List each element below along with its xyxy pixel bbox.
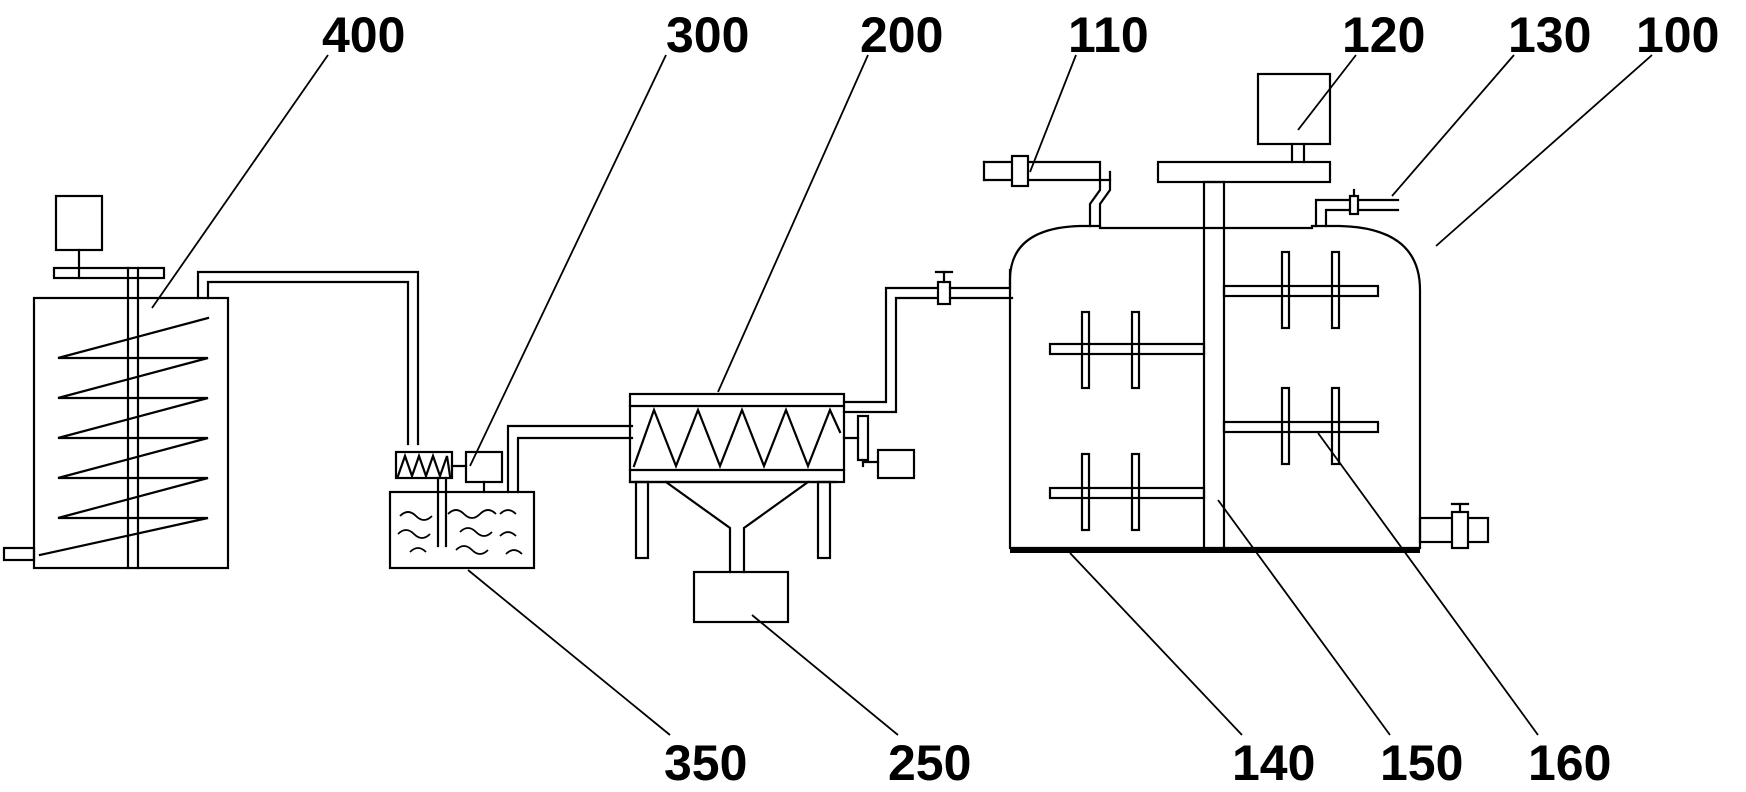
collection-box-250	[692, 570, 790, 624]
label-350: 350	[664, 735, 747, 791]
liquid-wave-2	[397, 527, 517, 539]
label-110: 110	[1068, 7, 1149, 63]
liquid-tank-body	[388, 490, 536, 570]
inlet-valve	[934, 268, 1014, 306]
pipe-400-to-feeder	[196, 270, 420, 446]
mixing-tank-body	[32, 296, 230, 570]
mixing-tank-motor-plate	[52, 266, 166, 280]
pipe-300-to-dryer	[506, 424, 634, 494]
leader-lines	[151, 54, 1653, 736]
liquid-tank-350	[388, 490, 536, 570]
mixing-tank-motor	[54, 194, 104, 252]
reactor-shell	[1008, 224, 1422, 550]
valve-130	[1348, 194, 1360, 216]
dryer-body	[628, 392, 846, 484]
paddles-right	[1222, 250, 1380, 466]
feeder-pump	[464, 450, 504, 484]
label-400: 400	[322, 7, 405, 63]
reactor-shaft	[1202, 180, 1226, 552]
pipe-130	[1314, 198, 1400, 228]
dryer-hopper	[664, 480, 732, 574]
mixing-tank-spiral	[38, 316, 210, 557]
feeder-300	[394, 424, 634, 548]
reference-labels: 400 300 200 110 120 130 100 350 250 140 …	[322, 7, 1719, 791]
mixing-tank-outlet	[2, 546, 36, 562]
label-130: 130	[1508, 7, 1591, 63]
reactor-top-plate	[1156, 160, 1332, 184]
label-120: 120	[1342, 7, 1425, 63]
dryer-leg-left	[634, 480, 650, 560]
dryer-motor	[876, 448, 916, 480]
reactor-vessel-100	[982, 72, 1490, 553]
label-150: 150	[1380, 735, 1463, 791]
pipe-dryer-to-reactor	[842, 286, 946, 404]
mixing-tank-400	[2, 194, 420, 570]
feeder-screw-coil	[396, 452, 452, 480]
liquid-wave-1	[399, 509, 517, 521]
paddles-left	[1048, 310, 1206, 532]
dryer-shaft-flange	[856, 414, 870, 462]
dryer-leg-right	[816, 480, 832, 560]
dryer-screw	[632, 406, 842, 470]
inlet-110-valve	[1010, 154, 1030, 188]
reactor-motor-120	[1256, 72, 1332, 146]
label-250: 250	[888, 735, 971, 791]
label-200: 200	[860, 7, 943, 63]
label-160: 160	[1528, 735, 1611, 791]
liquid-wave-3	[409, 545, 523, 555]
label-140: 140	[1232, 735, 1315, 791]
screw-dryer-200	[628, 286, 946, 574]
reactor-outlet-valve	[1418, 502, 1490, 550]
label-300: 300	[666, 7, 749, 63]
label-100: 100	[1636, 7, 1719, 63]
